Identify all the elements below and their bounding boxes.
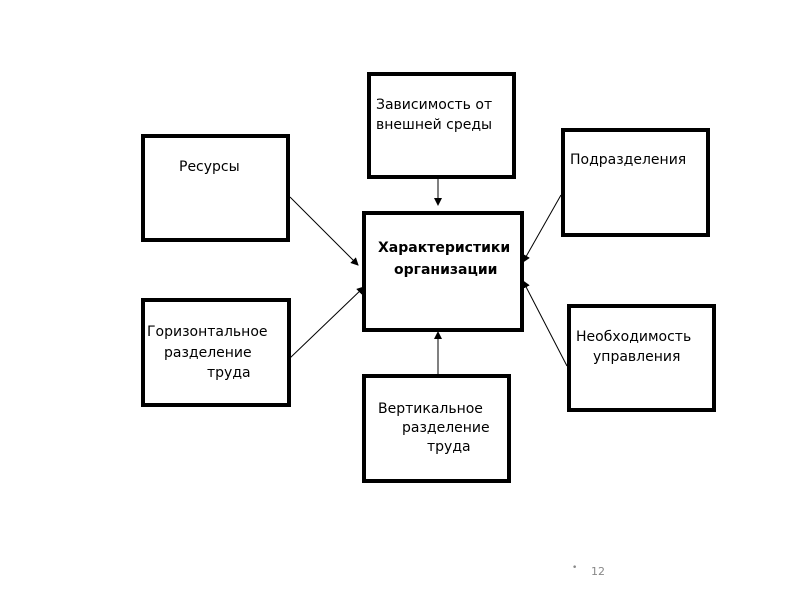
node-divisions-line-1: Подразделения bbox=[570, 152, 687, 168]
node-environment bbox=[367, 72, 516, 179]
node-center-line-2: организации bbox=[394, 262, 498, 278]
node-management-line-2: управления bbox=[593, 349, 681, 365]
node-management bbox=[567, 304, 716, 412]
node-vertical-line-2: разделение bbox=[402, 420, 490, 436]
arrow-divisions-to-center bbox=[522, 194, 562, 263]
node-environment-line-2: внешней среды bbox=[376, 117, 493, 133]
node-vertical-line-1: Вертикальное bbox=[378, 401, 483, 417]
footer-bullet: • bbox=[572, 563, 578, 573]
node-horizontal-line-3: труда bbox=[207, 365, 251, 381]
arrow-management-to-center bbox=[522, 280, 568, 367]
arrow-horizontal-to-center bbox=[289, 286, 365, 359]
node-center-line-1: Характеристики bbox=[378, 240, 511, 256]
node-resources bbox=[141, 134, 290, 242]
node-vertical-line-3: труда bbox=[427, 439, 471, 455]
node-center bbox=[362, 211, 524, 332]
node-horizontal-line-2: разделение bbox=[164, 345, 252, 361]
node-divisions bbox=[561, 128, 710, 237]
node-vertical bbox=[362, 374, 511, 483]
node-management-line-1: Необходимость bbox=[576, 329, 692, 345]
node-horizontal bbox=[141, 298, 291, 407]
node-resources-line-1: Ресурсы bbox=[179, 159, 240, 175]
page-number: 12 bbox=[591, 565, 605, 578]
node-environment-line-1: Зависимость от bbox=[376, 97, 493, 113]
arrow-resources-to-center bbox=[289, 196, 359, 266]
node-horizontal-line-1: Горизонтальное bbox=[147, 324, 268, 340]
